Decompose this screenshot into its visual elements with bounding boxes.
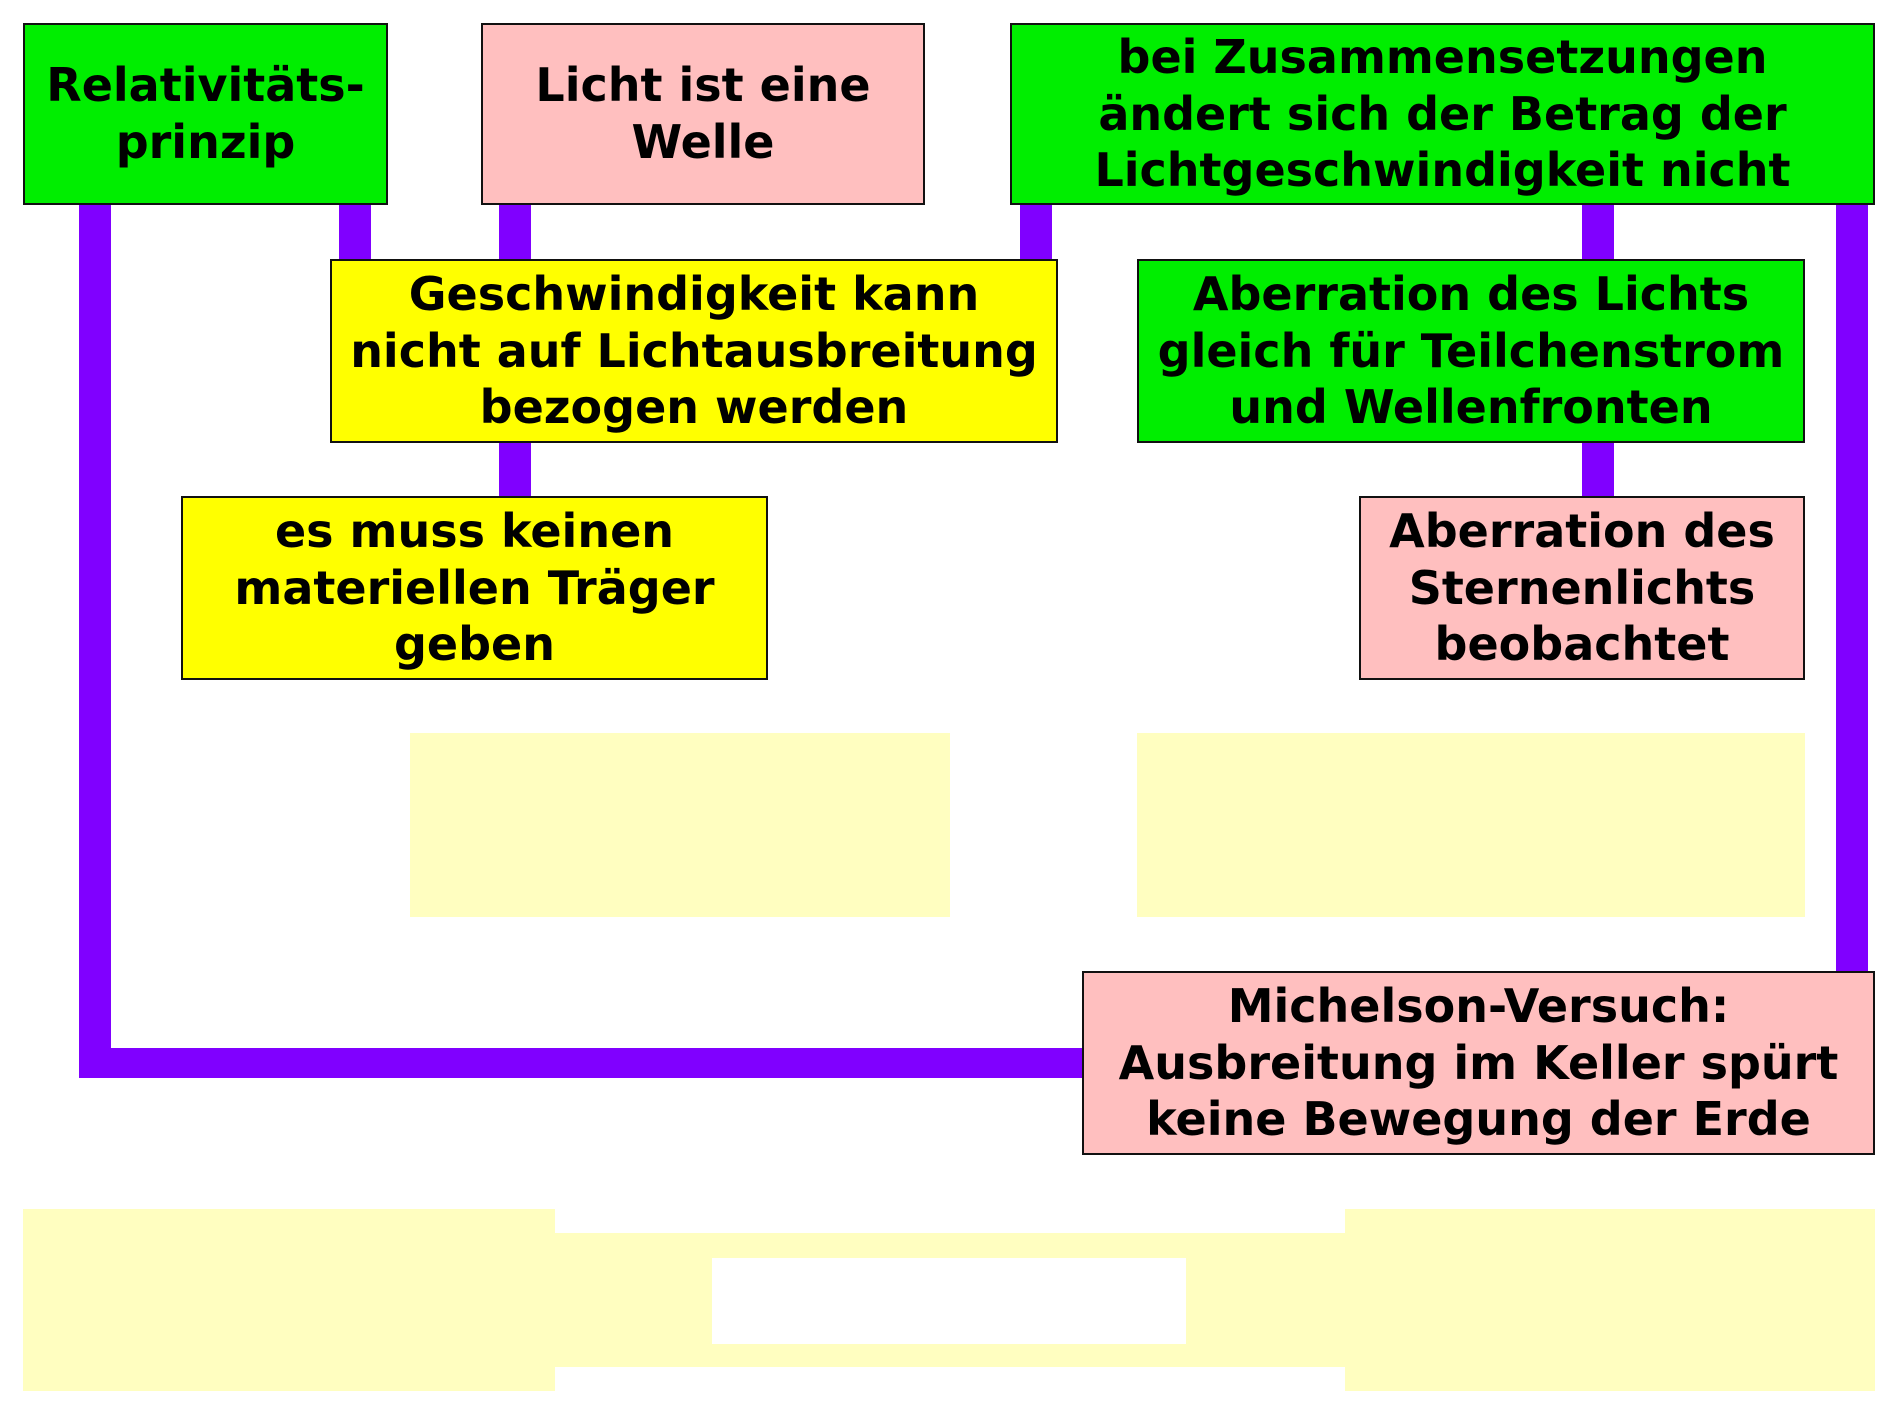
connector-aberration-to-star (1582, 443, 1614, 498)
node-speed-not-referenced: Geschwindigkeit kann nicht auf Lichtausb… (330, 259, 1058, 443)
node-michelson-experiment: Michelson-Versuch: Ausbreitung im Keller… (1082, 971, 1875, 1155)
node-star-aberration: Aberration des Sternenlichts beobachtet (1359, 496, 1805, 680)
connector-composition-to-speed (1020, 205, 1052, 261)
empty-placeholder-left (410, 733, 950, 917)
empty-footer-left (23, 1209, 555, 1391)
connector-relativity-to-michelson-horizontal (79, 1048, 1086, 1078)
node-light-is-wave: Licht ist eine Welle (481, 23, 925, 205)
connector-composition-to-aberration (1582, 205, 1614, 261)
connector-speed-to-carrier (499, 443, 531, 498)
empty-placeholder-right (1137, 733, 1805, 917)
connector-relativity-to-speed (339, 205, 371, 261)
connector-relativity-to-michelson-vertical (79, 205, 111, 1078)
node-no-material-carrier: es muss keinen materiellen Träger geben (181, 496, 768, 680)
empty-footer-center-gap (712, 1258, 1186, 1344)
node-composition-speed-unchanged: bei Zusammensetzungen ändert sich der Be… (1010, 23, 1875, 205)
node-relativity-principle: Relativitäts- prinzip (23, 23, 388, 205)
node-aberration-equal: Aberration des Lichts gleich für Teilche… (1137, 259, 1805, 443)
connector-wave-to-speed (499, 205, 531, 261)
empty-footer-right (1345, 1209, 1875, 1391)
connector-composition-to-michelson (1836, 205, 1868, 975)
